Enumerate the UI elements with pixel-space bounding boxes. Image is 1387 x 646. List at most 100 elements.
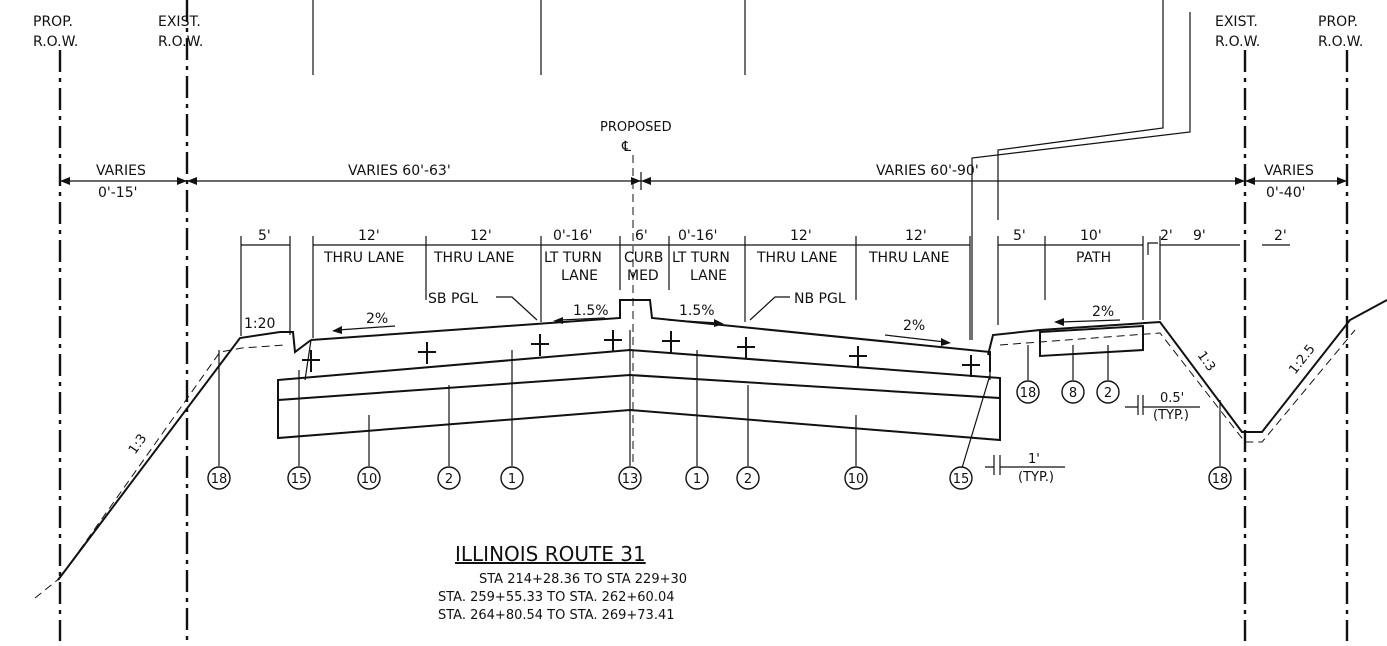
lane-name: THRU LANE — [868, 250, 950, 266]
pavement-surface — [310, 299, 991, 372]
overall-dimension: VARIES 0'-15' VARIES 60'-63' VARIES 60'-… — [60, 163, 1347, 201]
dim-label: VARIES — [96, 163, 146, 179]
station-range: STA. 259+55.33 TO STA. 262+60.04 — [438, 590, 675, 605]
svg-text:18: 18 — [1020, 386, 1037, 401]
shared-use-path — [1039, 324, 1144, 358]
svg-text:2: 2 — [445, 472, 453, 487]
typ-label: 1' — [1028, 452, 1040, 467]
right-prop-row-label: PROP. R.O.W. — [1318, 14, 1363, 50]
right-exist-row-label: EXIST. R.O.W. — [1215, 14, 1260, 50]
svg-text:1: 1 — [508, 472, 516, 487]
callout: 2 — [437, 385, 461, 490]
lane-width: 5' — [1013, 228, 1026, 244]
svg-text:18: 18 — [211, 472, 228, 487]
lane-name: LANE — [561, 268, 598, 284]
svg-text:2: 2 — [744, 472, 752, 487]
slope-label: 2% — [903, 318, 925, 334]
callout-circles: 18 15 10 2 1 13 1 2 10 15 18 8 2 18 — [207, 330, 1232, 490]
lane-width: 2' — [1160, 228, 1173, 244]
lane-width: 12' — [790, 228, 812, 244]
lane-width: 6' — [635, 228, 648, 244]
row-label-line: PROP. — [33, 14, 73, 30]
callout: 15 — [287, 370, 311, 490]
svg-text:13: 13 — [622, 472, 639, 487]
left-prop-row-label: PROP. R.O.W. — [33, 14, 78, 50]
svg-text:18: 18 — [1212, 472, 1229, 487]
left-ground-line — [57, 331, 312, 581]
lane-width: 5' — [258, 228, 271, 244]
callout: 1 — [685, 350, 709, 490]
callout: 1 — [500, 350, 524, 490]
slope-ratio: 1:3 — [126, 432, 150, 458]
lane-width: 9' — [1193, 228, 1206, 244]
row-label-line: R.O.W. — [1215, 34, 1260, 50]
section-title: ILLINOIS ROUTE 31 — [455, 542, 646, 566]
right-ground-line — [987, 299, 1387, 433]
lane-width: 2' — [1274, 228, 1287, 244]
existing-boundary-line — [971, 12, 1191, 340]
typ-label: (TYP.) — [1018, 470, 1054, 485]
callout: 8 — [1061, 345, 1085, 404]
pavement-edge — [304, 339, 991, 381]
slope-label: 1.5% — [573, 303, 609, 319]
dim-label: 0'-15' — [98, 185, 137, 201]
lane-width: 12' — [905, 228, 927, 244]
callout: 2 — [1096, 345, 1120, 404]
right-existing-ground — [999, 329, 1356, 443]
row-label-line: EXIST. — [158, 14, 201, 30]
lane-name: THRU LANE — [433, 250, 515, 266]
pgl-labels: SB PGL NB PGL — [428, 291, 846, 321]
callout: 15 — [949, 374, 991, 490]
dim-label: VARIES — [1264, 163, 1314, 179]
existing-boundary-line — [997, 0, 1164, 220]
callout: 18 — [207, 350, 231, 490]
callout: 2 — [736, 385, 760, 490]
callout: 18 — [1016, 345, 1040, 404]
lane-dimension-line — [240, 236, 1290, 340]
nb-pgl-label: NB PGL — [794, 291, 846, 307]
svg-text:15: 15 — [291, 472, 308, 487]
centerline-symbol: ℄ — [621, 139, 631, 155]
lane-width: 0'-16' — [678, 228, 717, 244]
lane-width: 12' — [470, 228, 492, 244]
station-range: STA 214+28.36 TO STA 229+30 — [479, 572, 687, 587]
svg-text:10: 10 — [361, 472, 378, 487]
dim-label: VARIES 60'-63' — [348, 163, 451, 179]
callout: 10 — [844, 415, 868, 490]
station-range: STA. 264+80.54 TO STA. 269+73.41 — [438, 608, 675, 623]
lane-labels: 5' 12' THRU LANE 12' THRU LANE 0'-16' LT… — [258, 228, 1287, 284]
row-label-line: EXIST. — [1215, 14, 1258, 30]
dim-label: 0'-40' — [1266, 185, 1305, 201]
lane-width: 10' — [1080, 228, 1102, 244]
typ-label: 0.5' — [1160, 391, 1184, 406]
centerline-label: PROPOSED — [600, 120, 672, 135]
left-exist-row-label: EXIST. R.O.W. — [158, 14, 203, 50]
callout: 10 — [357, 415, 381, 490]
lane-name: PATH — [1076, 250, 1111, 266]
svg-text:2: 2 — [1104, 386, 1112, 401]
row-label-line: R.O.W. — [158, 34, 203, 50]
lane-name: LT TURN — [544, 250, 602, 266]
subbase-layer — [277, 398, 1001, 442]
left-existing-ground — [34, 344, 286, 599]
svg-text:8: 8 — [1069, 386, 1077, 401]
slope-label: 1.5% — [679, 303, 715, 319]
lane-name: THRU LANE — [756, 250, 838, 266]
lane-name: THRU LANE — [323, 250, 405, 266]
typ-label: (TYP.) — [1153, 408, 1189, 423]
slope-ratio: 1:2.5 — [1286, 342, 1318, 377]
typ-dimensions: 0.5' (TYP.) 1' (TYP.) — [985, 391, 1200, 485]
svg-text:10: 10 — [848, 472, 865, 487]
joint-marks — [302, 330, 980, 377]
callout: 13 — [618, 330, 642, 490]
base-course — [277, 348, 1001, 402]
slope-ratio: 1:20 — [244, 316, 275, 332]
lane-name: MED — [627, 268, 659, 284]
dim-label: VARIES 60'-90' — [876, 163, 979, 179]
svg-text:1: 1 — [693, 472, 701, 487]
lane-name: LT TURN — [672, 250, 730, 266]
svg-text:15: 15 — [953, 472, 970, 487]
lane-width: 0'-16' — [553, 228, 592, 244]
